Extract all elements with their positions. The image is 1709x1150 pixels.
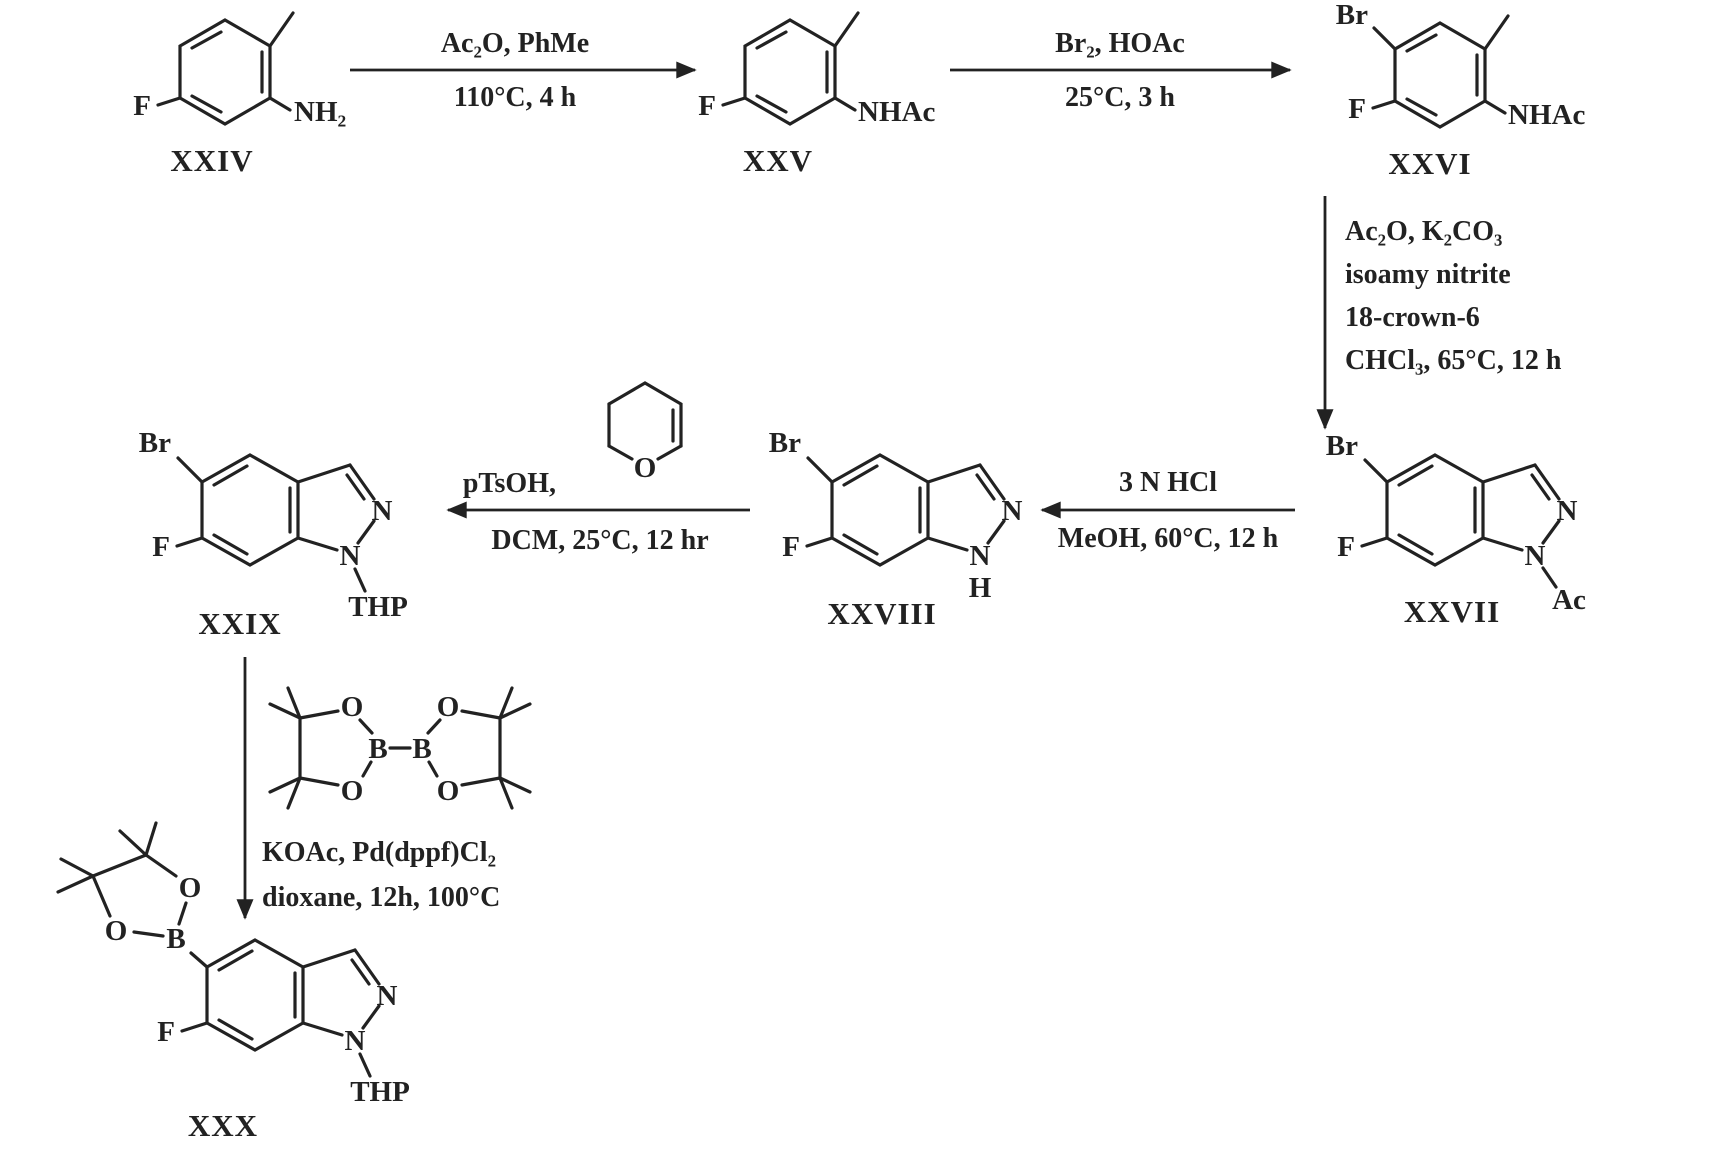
step3: Ac₂O, K₂CO₃ isoamy nitrite 18-crown-6 CH… [1316,196,1562,430]
structure-xxiv: F NH₂ XXIV [133,11,346,178]
b2pin2-atom-o3: O [437,691,460,723]
compound-label-xxix: XXIX [198,606,281,641]
dhp-atom-o: O [634,452,657,484]
compound-label-xxviii: XXVIII [827,596,936,631]
xxix-atom-br: Br [139,427,171,459]
compound-label-xxx: XXX [188,1108,258,1143]
xxix-atom-thp: THP [348,591,408,623]
xxx-atom-n2: N [377,980,398,1012]
step4-reagents-text: 3 N HCl [1119,467,1217,498]
xxvii-atom-n1: N [1525,540,1546,572]
compound-label-xxvii: XXVII [1404,594,1500,629]
xxx-atom-o-top: O [179,872,202,904]
step2-reagents-text: Br₂, HOAc [1055,28,1185,59]
xxiv-atom-f: F [133,90,151,122]
step1-conditions-text: 110°C, 4 h [454,82,577,113]
step6-line2: dioxane, 12h, 100°C [262,882,500,913]
compound-label-xxvi: XXVI [1388,146,1471,181]
step1-reagents-text: Ac₂O, PhMe [441,28,589,59]
compound-label-xxv: XXV [743,143,813,178]
structure-xxvi: Br F NHAc XXVI [1336,0,1586,181]
xxx-atom-n1: N [345,1025,366,1057]
xxv-atom-f: F [698,90,716,122]
step1: Ac₂O, PhMe 110°C, 4 h [350,28,697,113]
structure-xxviii: Br F N N H XXVIII [769,427,1023,631]
structure-xxix: Br F N N THP XXIX [139,427,408,641]
compound-label-xxiv: XXIV [170,143,253,178]
structure-b2pin2-reagent: B B O O O O [268,686,532,810]
step3-line3: 18-crown-6 [1345,302,1480,333]
structure-xxx: B O O F N N THP XXX [56,821,410,1143]
xxvi-atom-nhac: NHAc [1508,99,1585,131]
xxvi-atom-br: Br [1336,0,1368,31]
step2: Br₂, HOAc 25°C, 3 h [950,28,1292,113]
step2-conditions-text: 25°C, 3 h [1065,82,1175,113]
xxvii-atom-f: F [1337,531,1355,563]
xxviii-atom-n1: N [970,540,991,572]
step4-conditions-text: MeOH, 60°C, 12 h [1058,523,1279,554]
step6: B B O O O O KOAc, Pd(dppf)Cl₂ dioxane, 1… [236,657,532,920]
xxviii-atom-n2: N [1002,495,1023,527]
step6-line1: KOAc, Pd(dppf)Cl₂ [262,837,496,868]
xxviii-atom-h: H [969,572,992,604]
xxvii-atom-ac: Ac [1552,584,1586,616]
xxvii-atom-br: Br [1326,430,1358,462]
step5: pTsOH, DCM, 25°C, 12 hr O [446,381,750,556]
xxx-atom-thp: THP [350,1076,410,1108]
xxv-atom-nhac: NHAc [858,96,935,128]
xxviii-atom-f: F [782,531,800,563]
xxvii-atom-n2: N [1557,495,1578,527]
xxix-atom-n2: N [372,495,393,527]
b2pin2-atom-o2: O [341,775,364,807]
b2pin2-atom-b1: B [368,733,387,765]
xxiv-atom-nh2: NH₂ [294,96,346,128]
b2pin2-atom-o1: O [341,691,364,723]
step4: 3 N HCl MeOH, 60°C, 12 h [1040,467,1295,554]
structure-xxvii: Br F N N Ac XXVII [1326,430,1586,629]
xxviii-atom-br: Br [769,427,801,459]
step3-line4: CHCl₃, 65°C, 12 h [1345,345,1562,376]
step3-line2: isoamy nitrite [1345,259,1511,290]
structure-dhp-reagent: O [607,381,683,484]
xxx-atom-b: B [166,923,185,955]
step5-reagents-text: pTsOH, [463,468,556,499]
xxx-atom-f: F [157,1016,175,1048]
structure-xxv: F NHAc XXV [698,11,935,178]
b2pin2-atom-o4: O [437,775,460,807]
b2pin2-atom-b2: B [412,733,431,765]
xxx-atom-o-left: O [105,915,128,947]
step5-conditions-text: DCM, 25°C, 12 hr [491,525,708,556]
step3-line1: Ac₂O, K₂CO₃ [1345,216,1502,247]
xxvi-atom-f: F [1348,93,1366,125]
xxix-atom-n1: N [340,540,361,572]
xxix-atom-f: F [152,531,170,563]
